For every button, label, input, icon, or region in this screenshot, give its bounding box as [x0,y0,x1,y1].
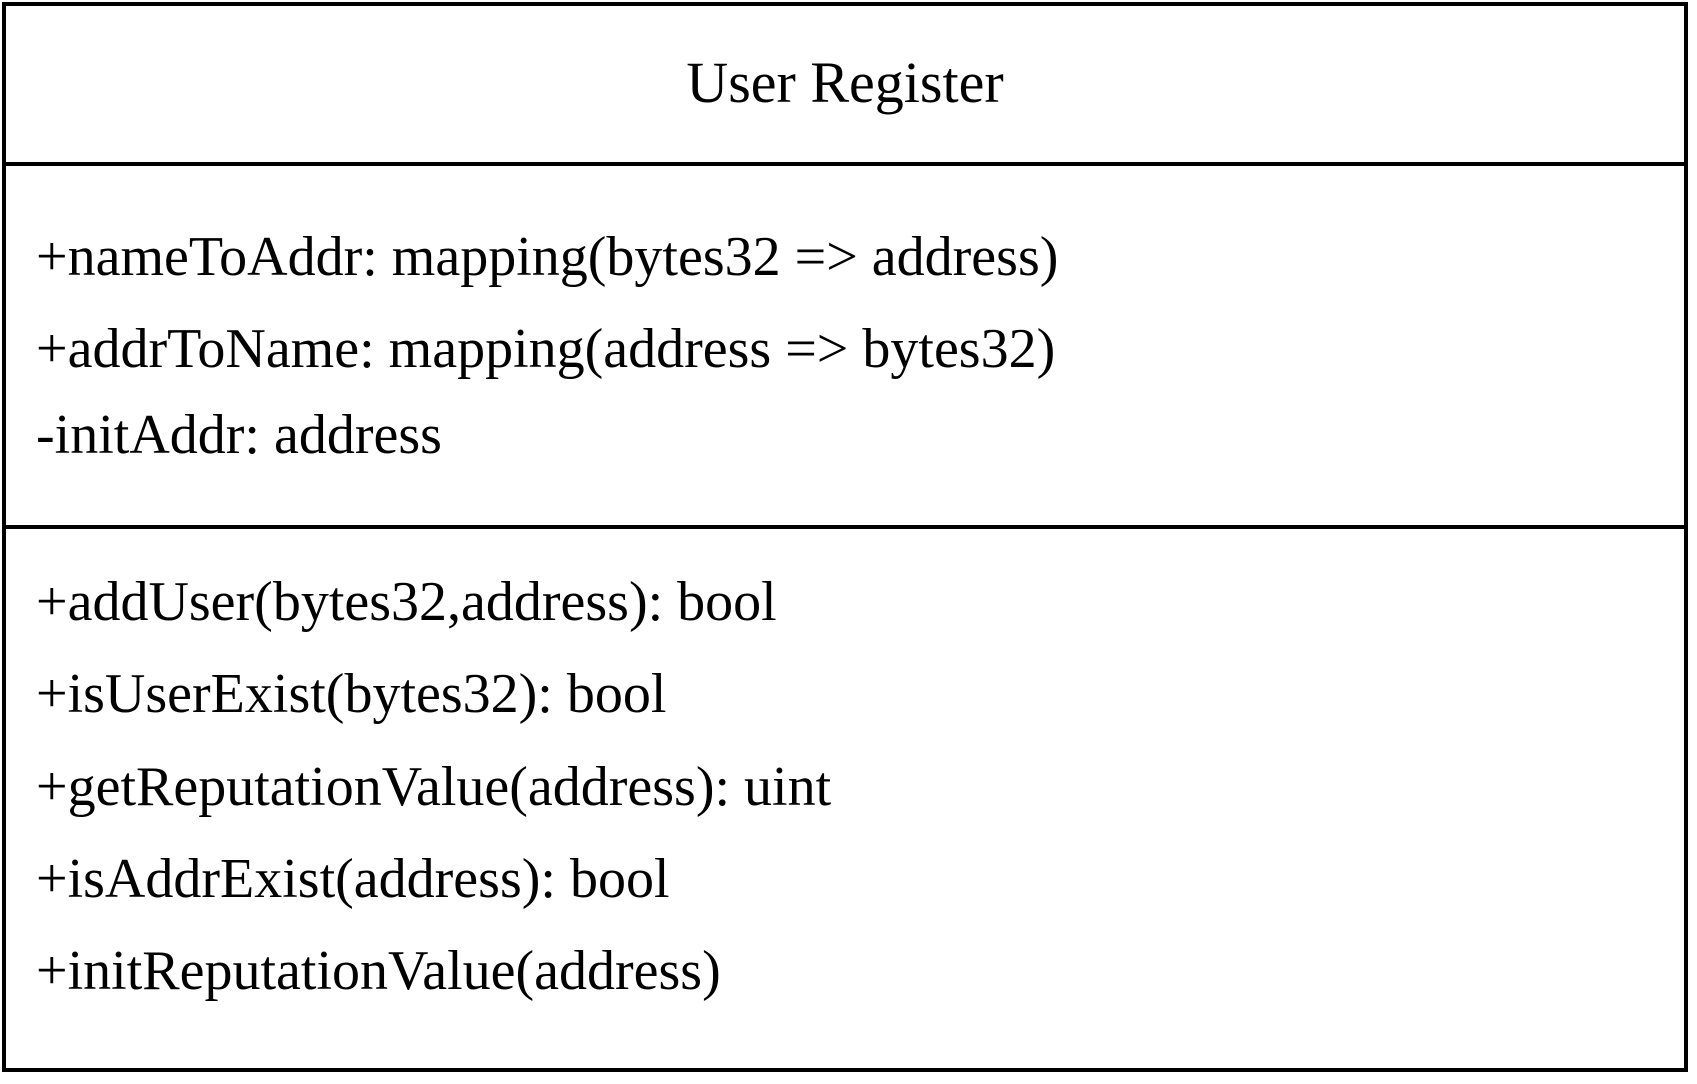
attribute-init-addr: -initAddr: address [36,404,442,466]
attributes-compartment: +nameToAddr: mapping(bytes32 => address)… [6,166,1684,529]
class-name-compartment: User Register [6,6,1684,166]
method-is-user-exist: +isUserExist(bytes32): bool [36,663,667,725]
method-get-reputation-value: +getReputationValue(address): uint [36,756,832,818]
method-is-addr-exist: +isAddrExist(address): bool [36,848,670,910]
class-name: User Register [686,50,1004,115]
attribute-addr-to-name: +addrToName: mapping(address => bytes32) [36,318,1056,380]
method-add-user: +addUser(bytes32,address): bool [36,571,777,633]
method-init-reputation-value: +initReputationValue(address) [36,940,721,1002]
methods-compartment: +addUser(bytes32,address): bool +isUserE… [6,529,1684,1068]
attribute-name-to-addr: +nameToAddr: mapping(bytes32 => address) [36,226,1059,288]
